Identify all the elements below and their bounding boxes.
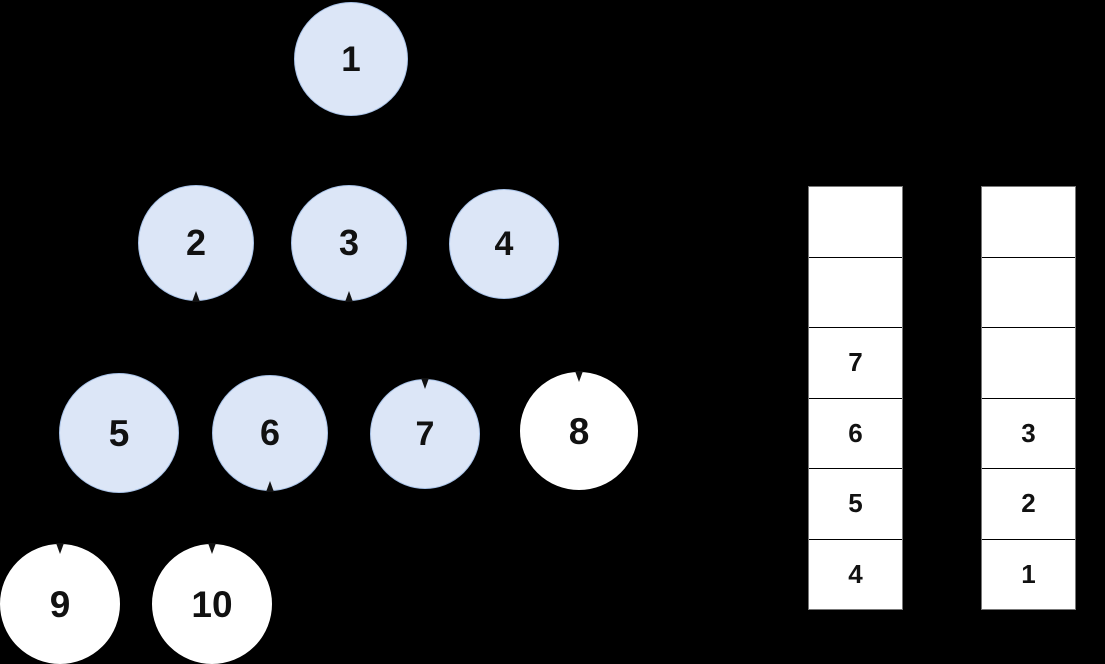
stack-cell-empty[interactable] <box>809 187 902 258</box>
graph-node-10[interactable]: 10 <box>152 544 272 664</box>
graph-node-label: 7 <box>415 415 435 453</box>
graph-node-5[interactable]: 5 <box>59 373 179 493</box>
graph-node-label: 8 <box>568 410 590 452</box>
graph-node-8[interactable]: 8 <box>520 372 638 490</box>
graph-node-2[interactable]: 2 <box>138 185 254 301</box>
stack-cell[interactable]: 7 <box>809 328 902 399</box>
graph-node-6[interactable]: 6 <box>212 375 328 491</box>
graph-node-4[interactable]: 4 <box>449 189 559 299</box>
graph-node-label: 1 <box>341 39 361 79</box>
edge-arrowhead-icon <box>345 291 353 302</box>
stack-cell[interactable]: 3 <box>982 398 1075 469</box>
graph-node-label: 9 <box>49 583 71 625</box>
stack-cell[interactable]: 5 <box>809 469 902 540</box>
stack-cell[interactable]: 1 <box>982 539 1075 609</box>
edge-arrowhead-icon <box>266 481 274 492</box>
graph-node-label: 3 <box>338 222 360 263</box>
stack-cell-empty[interactable] <box>982 257 1075 328</box>
edge-arrowhead-icon <box>56 543 64 554</box>
stack-cell[interactable]: 4 <box>809 539 902 609</box>
graph-node-label: 6 <box>259 412 281 453</box>
graph-node-label: 4 <box>494 225 514 263</box>
graph-node-label: 2 <box>185 222 207 263</box>
edge-arrowhead-icon <box>208 543 216 554</box>
graph-node-3[interactable]: 3 <box>291 185 407 301</box>
stack-cell-empty[interactable] <box>982 328 1075 399</box>
edge-arrowhead-icon <box>192 291 200 302</box>
graph-node-7[interactable]: 7 <box>370 379 480 489</box>
stack-cell-empty[interactable] <box>982 187 1075 258</box>
graph-node-1[interactable]: 1 <box>294 2 408 116</box>
stack-cell-empty[interactable] <box>809 257 902 328</box>
stack-cell[interactable]: 6 <box>809 398 902 469</box>
edge-arrowhead-icon <box>421 378 429 389</box>
graph-node-label: 5 <box>108 412 130 454</box>
graph-node-9[interactable]: 9 <box>0 544 120 664</box>
stack-cell[interactable]: 2 <box>982 469 1075 540</box>
edge-arrowhead-icon <box>575 371 583 382</box>
graph-node-label: 10 <box>191 583 233 625</box>
